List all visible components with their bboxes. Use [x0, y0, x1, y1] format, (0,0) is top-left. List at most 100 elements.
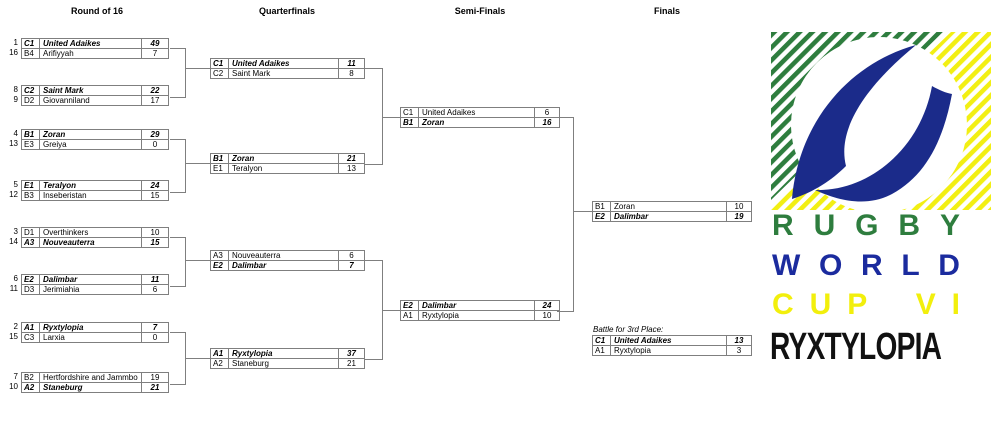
- team-code: E1: [211, 164, 229, 174]
- team-code: B1: [22, 130, 40, 140]
- team-row: A3 Nouveauterra 15: [22, 238, 169, 248]
- seed-label: 8: [13, 85, 18, 94]
- team-code: A1: [211, 349, 229, 359]
- team-name: Arifiyyah: [40, 49, 142, 59]
- bracket-connector: [170, 237, 186, 287]
- seed-label: 6: [13, 274, 18, 283]
- team-code: C1: [211, 59, 229, 69]
- team-score: 19: [142, 373, 169, 383]
- team-code: A2: [22, 383, 40, 393]
- team-score: 19: [727, 212, 752, 222]
- team-score: 10: [142, 228, 169, 238]
- team-row: E2 Dalimbar 24: [401, 301, 560, 311]
- bracket-connector: [185, 163, 210, 164]
- team-code: C1: [593, 336, 611, 346]
- team-code: C3: [22, 333, 40, 343]
- bracket-connector: [170, 139, 186, 193]
- team-name: United Adaikes: [611, 336, 727, 346]
- team-row: E1 Teralyon 24: [22, 181, 169, 191]
- team-name: Ryxtylopia: [40, 323, 142, 333]
- bracket-connector: [573, 211, 592, 212]
- team-row: A1 Ryxtylopia 37: [211, 349, 365, 359]
- team-code: B4: [22, 49, 40, 59]
- team-name: Dalimbar: [40, 275, 142, 285]
- team-name: Teralyon: [40, 181, 142, 191]
- team-row: E3 Greiya 0: [22, 140, 169, 150]
- header-quarterfinals: Quarterfinals: [258, 6, 316, 16]
- team-row: C3 Larxia 0: [22, 333, 169, 343]
- bracket-connector: [185, 358, 210, 359]
- team-code: A1: [401, 311, 419, 321]
- team-name: Greiya: [40, 140, 142, 150]
- team-score: 17: [142, 96, 169, 106]
- team-name: United Adaikes: [419, 108, 535, 118]
- bracket-connector: [170, 332, 186, 385]
- team-row: D1 Overthinkers 10: [22, 228, 169, 238]
- team-code: A2: [211, 359, 229, 369]
- seed-label: 7: [13, 372, 18, 381]
- team-row: C2 Saint Mark 8: [211, 69, 365, 79]
- team-score: 13: [727, 336, 752, 346]
- third-place-match: C1 United Adaikes 13 A1 Ryxtylopia 3: [592, 335, 752, 356]
- seed-label: 9: [13, 95, 18, 104]
- team-score: 6: [142, 285, 169, 295]
- team-row: C1 United Adaikes 13: [593, 336, 752, 346]
- team-row: D2 Giovanniland 17: [22, 96, 169, 106]
- team-name: Nouveauterra: [40, 238, 142, 248]
- team-score: 37: [339, 349, 365, 359]
- seed-label: 5: [13, 180, 18, 189]
- team-name: Dalimbar: [419, 301, 535, 311]
- sf-match-2: E2 Dalimbar 24 A1 Ryxtylopia 10: [400, 300, 560, 321]
- team-score: 15: [142, 238, 169, 248]
- r16-match-5: 3 14 D1 Overthinkers 10 A3 Nouveauterra …: [0, 227, 169, 248]
- team-code: B3: [22, 191, 40, 201]
- team-code: C1: [401, 108, 419, 118]
- team-row: C1 United Adaikes 6: [401, 108, 560, 118]
- seed-label: 12: [9, 190, 18, 199]
- team-name: Staneburg: [40, 383, 142, 393]
- qf-match-1: C1 United Adaikes 11 C2 Saint Mark 8: [210, 58, 365, 79]
- team-row: A1 Ryxtylopia 3: [593, 346, 752, 356]
- team-name: Staneburg: [229, 359, 339, 369]
- team-name: Dalimbar: [611, 212, 727, 222]
- team-name: Giovanniland: [40, 96, 142, 106]
- team-name: Saint Mark: [229, 69, 339, 79]
- bracket-connector: [364, 260, 383, 360]
- team-row: B1 Zoran 21: [211, 154, 365, 164]
- team-name: United Adaikes: [229, 59, 339, 69]
- team-score: 13: [339, 164, 365, 174]
- qf-match-2: B1 Zoran 21 E1 Teralyon 13: [210, 153, 365, 174]
- team-score: 0: [142, 333, 169, 343]
- team-row: C1 United Adaikes 49: [22, 39, 169, 49]
- team-row: B2 Hertfordshire and Jammbo 19: [22, 373, 169, 383]
- team-score: 10: [535, 311, 560, 321]
- sf-match-1: C1 United Adaikes 6 B1 Zoran 16: [400, 107, 560, 128]
- team-row: E1 Teralyon 13: [211, 164, 365, 174]
- team-code: C1: [22, 39, 40, 49]
- team-row: B1 Zoran 29: [22, 130, 169, 140]
- team-row: A1 Ryxtylopia 10: [401, 311, 560, 321]
- team-score: 11: [142, 275, 169, 285]
- team-score: 6: [535, 108, 560, 118]
- team-score: 7: [142, 49, 169, 59]
- team-name: Teralyon: [229, 164, 339, 174]
- rugby-world-cup-logo: [770, 32, 992, 210]
- team-name: Saint Mark: [40, 86, 142, 96]
- seed-label: 15: [9, 332, 18, 341]
- team-name: Ryxtylopia: [229, 349, 339, 359]
- team-row: E2 Dalimbar 11: [22, 275, 169, 285]
- team-code: E2: [401, 301, 419, 311]
- team-code: E2: [22, 275, 40, 285]
- team-score: 6: [339, 251, 365, 261]
- r16-match-8: 7 10 B2 Hertfordshire and Jammbo 19 A2 S…: [0, 372, 169, 393]
- seed-label: 13: [9, 139, 18, 148]
- team-name: Larxia: [40, 333, 142, 343]
- team-row: B1 Zoran 16: [401, 118, 560, 128]
- team-score: 0: [142, 140, 169, 150]
- qf-match-3: A3 Nouveauterra 6 E2 Dalimbar 7: [210, 250, 365, 271]
- bracket-connector: [185, 260, 210, 261]
- team-score: 16: [535, 118, 560, 128]
- team-name: Inseberistan: [40, 191, 142, 201]
